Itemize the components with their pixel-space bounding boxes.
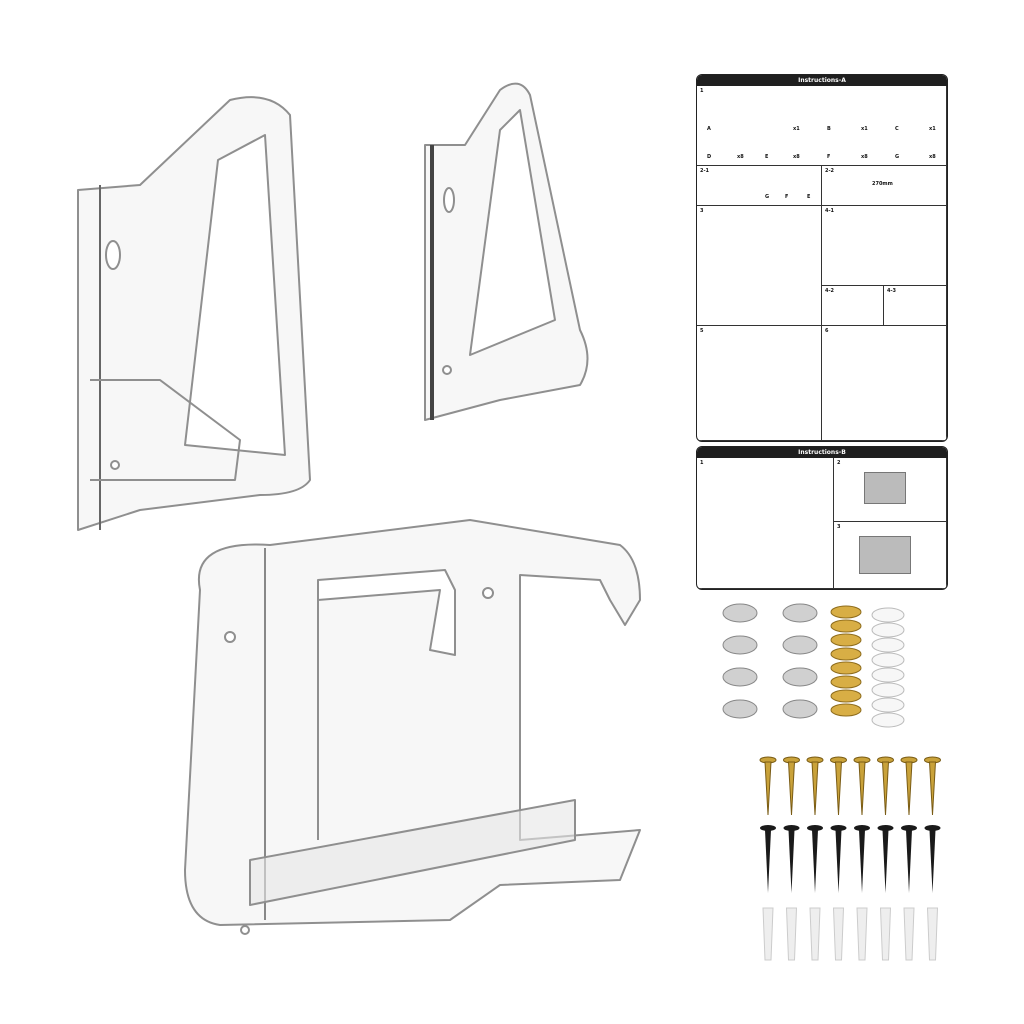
wall-anchor <box>762 907 774 961</box>
step-4-3: 4-3 <box>884 286 947 326</box>
device-illustration <box>859 536 911 574</box>
step-3: 3 <box>697 206 822 326</box>
black-screw-head <box>877 825 894 831</box>
instructions-a-title: Instructions-A <box>697 75 947 86</box>
black-screw-head <box>830 825 847 831</box>
wall-anchor <box>856 907 868 961</box>
instructions-b-title: Instructions-B <box>697 447 947 458</box>
main-holder-bracket <box>184 519 641 926</box>
gold-screw <box>834 761 843 816</box>
step-5: 5 <box>697 326 822 441</box>
black-screw-head <box>783 825 800 831</box>
black-screw-head <box>924 825 941 831</box>
wall-anchor <box>903 907 915 961</box>
wall-anchor <box>785 907 798 961</box>
device-illustration <box>864 472 906 504</box>
gold-screw <box>811 761 819 816</box>
step-4-2: 4-2 <box>822 286 884 326</box>
step-2-2: 2-2 270mm <box>822 166 947 206</box>
wall-anchor <box>879 907 892 961</box>
step-b-3: 3 <box>834 522 947 589</box>
black-screw <box>835 830 842 893</box>
black-screw-head <box>854 825 870 831</box>
black-screw <box>882 830 889 893</box>
gold-washers <box>830 605 862 717</box>
black-screw <box>859 830 865 893</box>
gold-screw <box>787 761 796 816</box>
step-b-1: 1 <box>697 458 834 589</box>
black-screw <box>906 830 912 893</box>
gold-screw <box>858 761 866 816</box>
instructions-b-sheet: Instructions-B 1 2 3 <box>696 446 948 590</box>
wall-anchor <box>809 907 821 961</box>
magnet-caps <box>722 603 818 719</box>
step-6: 6 <box>822 326 947 441</box>
black-screw <box>765 830 771 893</box>
instructions-a-sheet: Instructions-A 1 A x1 B x1 C x1 D x8 E x… <box>696 74 948 442</box>
gold-screw <box>881 761 890 816</box>
black-screw-head <box>901 825 917 831</box>
step-4-1: 4-1 <box>822 206 947 286</box>
black-screw <box>929 830 936 893</box>
step-1: 1 A x1 B x1 C x1 D x8 E x8 F x8 G x8 <box>697 86 947 166</box>
gold-screw <box>764 761 772 816</box>
wall-anchor <box>926 907 939 961</box>
black-screw <box>788 830 795 893</box>
gold-screw <box>928 761 937 816</box>
step-b-2: 2 <box>834 458 947 522</box>
gold-screw <box>905 761 913 816</box>
black-screw-head <box>807 825 823 831</box>
wall-anchor <box>832 907 845 961</box>
white-washers <box>871 607 905 728</box>
step-2-1: 2-1 G F E <box>697 166 822 206</box>
black-screw <box>812 830 818 893</box>
black-screw-head <box>760 825 776 831</box>
